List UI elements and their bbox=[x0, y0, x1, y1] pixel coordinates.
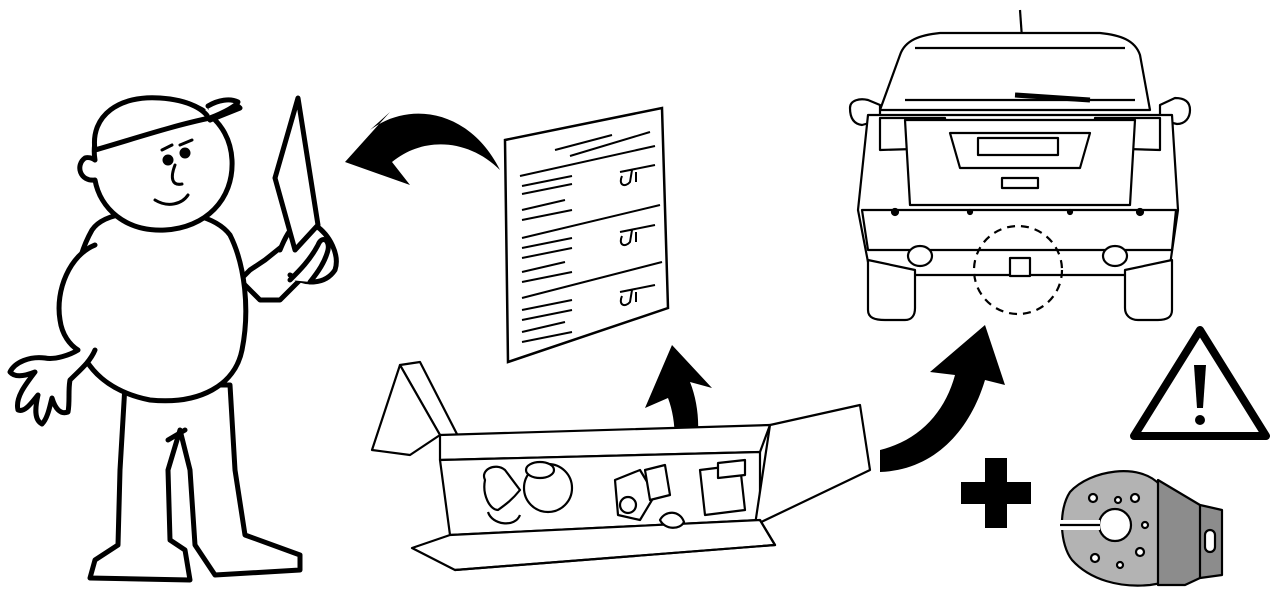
arrow-to-mechanic-icon bbox=[345, 112, 500, 185]
socket-bracket-icon bbox=[1060, 471, 1222, 585]
arrow-to-vehicle-icon bbox=[880, 325, 1005, 472]
mechanic-icon bbox=[10, 98, 336, 580]
suv-rear-view-icon bbox=[850, 10, 1190, 320]
open-parts-box-icon bbox=[372, 362, 870, 570]
plus-icon bbox=[961, 458, 1031, 528]
instruction-document-icon bbox=[505, 108, 668, 362]
warning-triangle-icon bbox=[1134, 330, 1266, 436]
